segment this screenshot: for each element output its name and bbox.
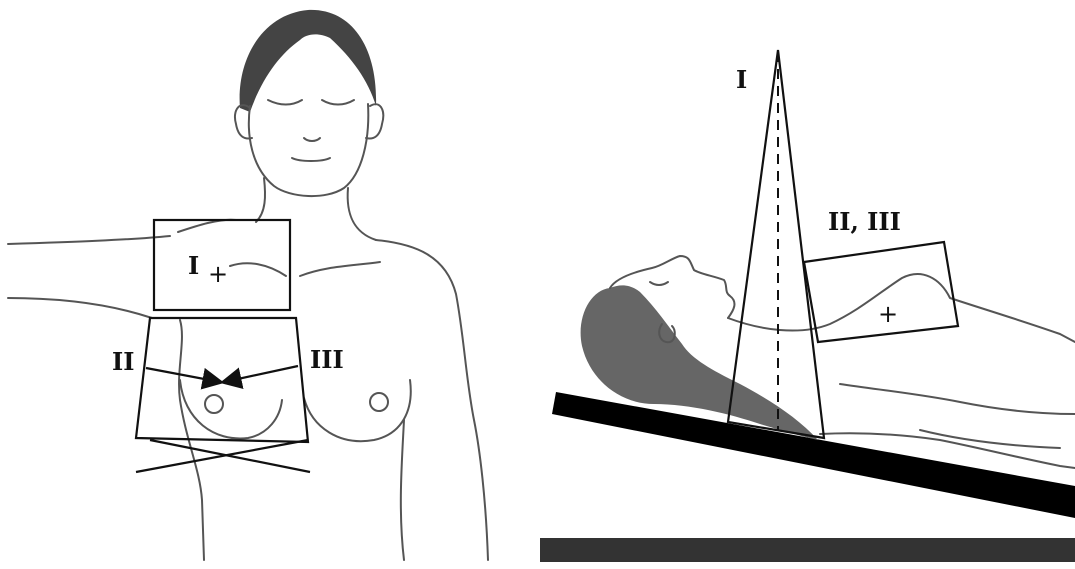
patient-hair-front [240,10,377,112]
eye-profile [650,282,668,285]
left-eye [268,100,302,105]
left-shoulder [178,220,236,232]
label-fields-two-three: II, III [828,207,901,236]
right-breast [304,380,411,441]
left-clavicle [230,263,286,276]
left-breast [180,380,282,438]
label-field-one-front: I [188,251,199,280]
right-eye [322,100,354,105]
inclined-treatment-table [552,392,1075,518]
raised-arm-upper [8,236,170,244]
neck-right [348,188,376,240]
left-nipple [205,395,223,413]
tangential-field-outline [136,318,308,442]
label-field-one-lateral: I [736,65,747,94]
frontal-view-panel: I + II III [8,10,488,560]
patient-arm-lower [920,430,1060,448]
patient-arm-side [840,384,1075,414]
patient-face [249,104,368,196]
neck-left [256,178,265,222]
mouth [292,158,330,161]
right-shoulder [376,240,488,560]
inner-right-arm [401,420,404,560]
right-clavicle [300,262,380,276]
lateral-view-panel: I II, III + [540,50,1075,562]
beam-two-arrow [146,368,220,382]
floor-bar [540,538,1075,562]
beam-one-triangle [728,50,824,438]
label-field-two: II [112,347,134,376]
nose [304,138,320,141]
label-field-three: III [310,345,344,374]
crosshair-lateral: + [878,300,898,328]
crosshair-front: + [208,260,228,288]
beam-three-arrow [224,366,298,382]
raised-arm-lower [8,298,152,318]
right-nipple [370,393,388,411]
